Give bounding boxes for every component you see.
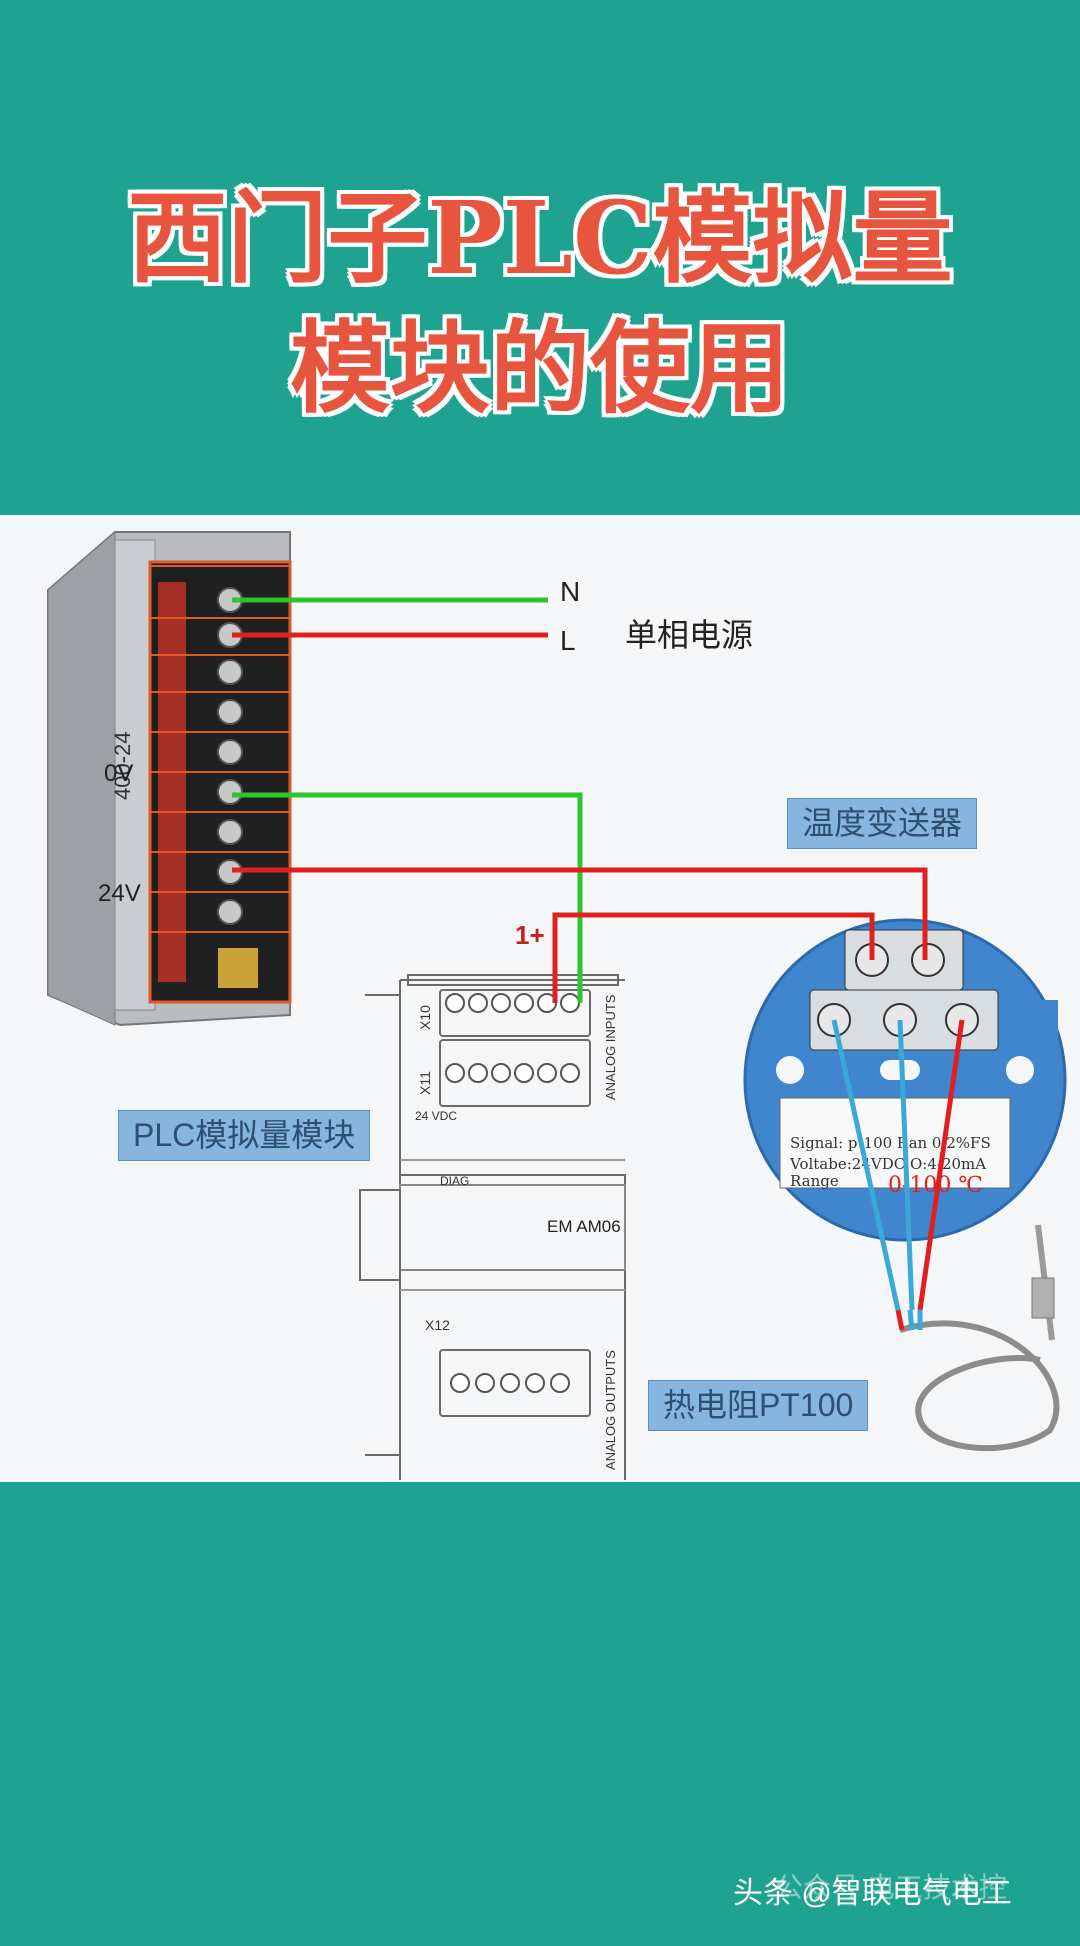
watermark: 头条 @智联电气电工 [733, 1877, 1012, 1910]
psu-terminals [150, 565, 290, 988]
watermark-ghost: 公众号 电工技术控 [775, 1872, 1007, 1903]
l-label: L [560, 625, 576, 656]
signal-text: Signal: pt100 Ran 0.2%FS [790, 1134, 991, 1152]
range-label: Range [790, 1172, 839, 1190]
wire-0v [232, 792, 583, 1003]
wire-24v [232, 867, 928, 960]
x10-label: X10 [417, 1005, 433, 1030]
plc-terminal-screws [445, 993, 580, 1393]
x12-label: X12 [425, 1317, 450, 1333]
plc-analog-module [359, 974, 626, 1480]
title-line-2: 模块的使用 [290, 309, 790, 427]
wire-1plus [552, 912, 875, 1003]
plc-module-label: PLC模拟量模块 [118, 1110, 371, 1161]
analog-outputs-label: ANALOG OUTPUTS [603, 1350, 618, 1470]
psu-model-label: 400-24 [110, 731, 135, 800]
voltage-text: Voltabe:24VDC O:4-20mA [789, 1155, 986, 1173]
single-phase-power-label: 单相电源 [625, 617, 754, 653]
24v-label: 24V [98, 880, 141, 907]
diag-label: DIAG [440, 1174, 469, 1188]
pt100-probe [895, 1224, 1060, 1452]
temperature-transmitter [743, 918, 1067, 1242]
vdc-label: 24 VDC [415, 1109, 457, 1123]
title-line-1: 西门子PLC模拟量 [127, 179, 953, 297]
n-label: N [560, 576, 581, 607]
x11-label: X11 [417, 1071, 433, 1095]
analog-inputs-label: ANALOG INPUTS [603, 994, 618, 1100]
wire-rtd-b [897, 1019, 915, 1311]
wire-rtd-a [831, 1019, 901, 1311]
temp-transmitter-label: 温度变送器 [787, 798, 978, 849]
pt100-label: 热电阻PT100 [648, 1380, 869, 1431]
em-am06-label: EM AM06 [547, 1217, 621, 1236]
power-supply-unit: 400-24 [47, 530, 292, 1027]
zero-v-label: 0V [104, 760, 134, 787]
wire-rtd-c [917, 1019, 965, 1311]
one-plus-label: 1+ [515, 920, 545, 950]
wires [232, 597, 965, 1311]
